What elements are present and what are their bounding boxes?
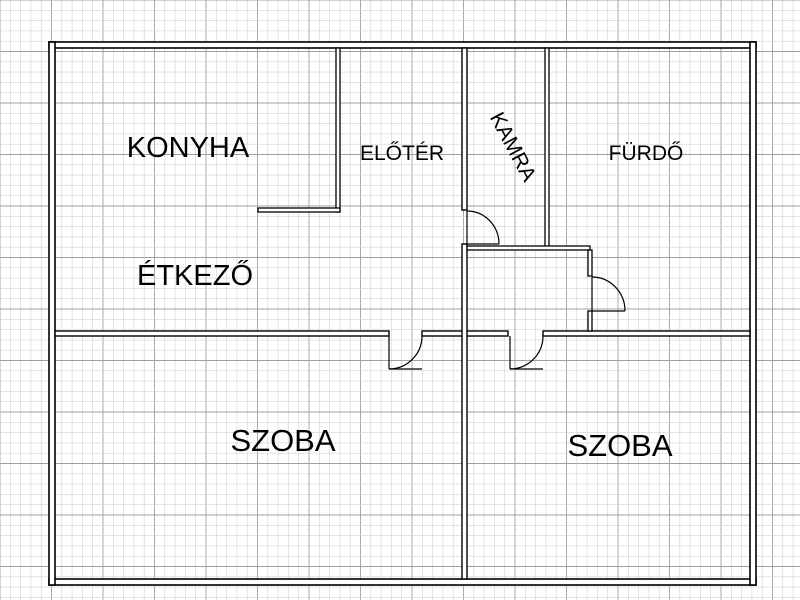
room-label-furdo: FÜRDŐ bbox=[609, 142, 684, 165]
mid-wall-left-segment bbox=[54, 330, 390, 337]
center-wall-lower bbox=[461, 243, 468, 580]
outer-wall-right bbox=[749, 41, 757, 586]
room-label-konyha: KONYHA bbox=[127, 132, 250, 164]
room-label-eloter: ELŐTÉR bbox=[360, 142, 444, 165]
kamra-right-wall bbox=[544, 47, 550, 249]
outer-wall-bottom bbox=[48, 578, 757, 586]
door-kamra bbox=[466, 210, 500, 245]
door-szoba-right bbox=[509, 335, 544, 370]
outer-wall-left bbox=[48, 41, 56, 586]
hall-wall-top bbox=[466, 245, 591, 251]
hall-wall-right-lower bbox=[587, 310, 593, 332]
doors bbox=[388, 210, 626, 370]
mid-wall-right-segment bbox=[542, 330, 751, 337]
room-label-szoba-left: SZOBA bbox=[230, 423, 335, 458]
konyha-wall-vertical bbox=[335, 47, 341, 213]
room-label-szoba-right: SZOBA bbox=[567, 428, 672, 463]
room-label-etkezo: ÉTKEZŐ bbox=[137, 259, 253, 292]
door-furdo bbox=[591, 276, 626, 312]
center-wall-upper bbox=[461, 47, 468, 211]
hall-wall-right-upper bbox=[587, 249, 593, 277]
konyha-wall-horizontal bbox=[257, 207, 341, 213]
door-szoba-left bbox=[388, 335, 423, 370]
outer-wall-top bbox=[48, 41, 757, 49]
walls bbox=[48, 41, 757, 586]
